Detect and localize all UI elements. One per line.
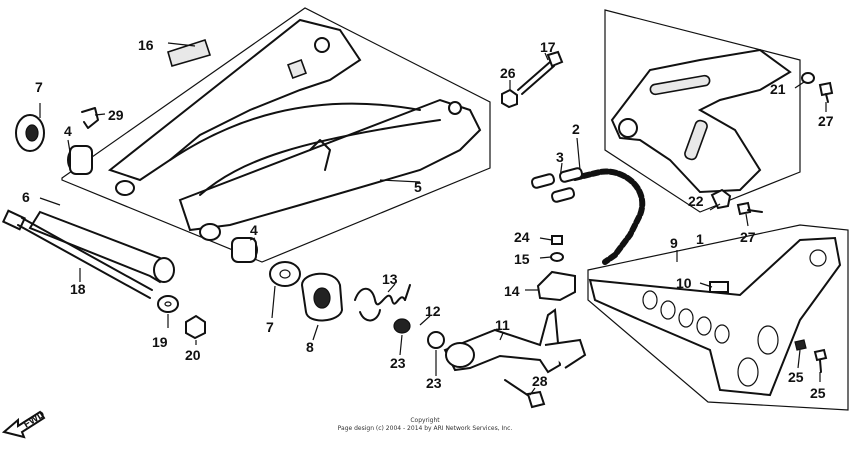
callout-4-right: 4 — [250, 222, 258, 238]
case-bolt-upper[interactable] — [818, 81, 834, 103]
bushing-left[interactable] — [67, 145, 93, 175]
callout-9: 9 — [670, 235, 678, 251]
chain-adjuster[interactable] — [300, 272, 344, 322]
washer[interactable] — [157, 295, 179, 313]
callout-11: 11 — [495, 317, 510, 333]
callout-7-right: 7 — [266, 319, 274, 335]
bracket-group-outline — [587, 224, 849, 411]
callout-26: 26 — [500, 65, 516, 81]
copyright-line-2: Page design (c) 2004 - 2014 by ARI Netwo… — [338, 425, 513, 432]
mount-nut[interactable] — [501, 88, 518, 109]
fwd-label: FWD — [22, 409, 47, 430]
callout-13: 13 — [382, 271, 398, 287]
callout-24: 24 — [514, 229, 530, 245]
chain-case[interactable] — [610, 48, 792, 210]
swingarm-group-outline — [61, 7, 491, 263]
callout-27-upper: 27 — [818, 113, 834, 129]
callout-28: 28 — [532, 373, 548, 389]
pivot-collar[interactable] — [28, 210, 175, 284]
pedal-bolt[interactable] — [504, 379, 546, 409]
pivot-bolt[interactable] — [1, 209, 153, 299]
pedal-bushing-b[interactable] — [427, 331, 445, 349]
case-bolt-lower[interactable] — [736, 201, 763, 216]
callout-4-left: 4 — [64, 123, 72, 139]
callout-15: 15 — [514, 251, 530, 267]
bracket-screw-b[interactable] — [813, 348, 828, 373]
callout-1: 1 — [696, 231, 704, 247]
callout-10: 10 — [676, 275, 692, 291]
callout-25-b: 25 — [810, 385, 826, 401]
copyright-line-1: Copyright — [410, 417, 440, 424]
hose-clip[interactable] — [81, 107, 99, 129]
callout-2: 2 — [572, 121, 580, 137]
callout-14: 14 — [504, 283, 520, 299]
callout-25-a: 25 — [788, 369, 804, 385]
bushing-right[interactable] — [231, 237, 258, 263]
bracket-clip[interactable] — [709, 281, 729, 293]
callout-8: 8 — [306, 339, 314, 355]
chain-slider[interactable] — [536, 270, 576, 302]
fwd-arrow-icon — [1, 410, 46, 439]
chain-case-group-outline — [604, 9, 801, 213]
callout-21: 21 — [770, 81, 786, 97]
callout-23-b: 23 — [426, 375, 442, 391]
bracket-screw-a[interactable] — [794, 339, 807, 351]
leader-lines — [39, 42, 827, 396]
case-washer[interactable] — [801, 72, 815, 84]
pedal-bushing-a[interactable] — [393, 318, 411, 334]
callout-12: 12 — [425, 303, 441, 319]
mount-bolt[interactable] — [517, 50, 564, 95]
callout-7-left: 7 — [35, 79, 43, 95]
callout-16: 16 — [138, 37, 154, 53]
master-link[interactable] — [530, 167, 584, 203]
callout-6: 6 — [22, 189, 30, 205]
swingarm[interactable] — [107, 18, 482, 241]
callout-5: 5 — [414, 179, 422, 195]
chain-guard-plate[interactable] — [167, 38, 212, 67]
forward-direction-indicator: FWD — [1, 409, 47, 439]
pivot-nut[interactable] — [185, 314, 206, 340]
dust-seal-left[interactable] — [15, 114, 45, 152]
callout-18: 18 — [70, 281, 86, 297]
callout-22: 22 — [688, 193, 704, 209]
callout-23-a: 23 — [390, 355, 406, 371]
callout-29: 29 — [108, 107, 124, 123]
callout-3: 3 — [556, 149, 564, 165]
slider-screw[interactable] — [550, 235, 564, 262]
brake-pedal[interactable] — [443, 308, 587, 374]
callout-17: 17 — [540, 39, 556, 55]
drive-chain[interactable] — [572, 168, 646, 265]
callout-19: 19 — [152, 334, 168, 350]
callout-27-lower: 27 — [740, 229, 756, 245]
dust-seal-right[interactable] — [269, 261, 301, 287]
step-bracket[interactable] — [588, 236, 842, 397]
return-spring[interactable] — [354, 284, 411, 322]
callout-20: 20 — [185, 347, 201, 363]
